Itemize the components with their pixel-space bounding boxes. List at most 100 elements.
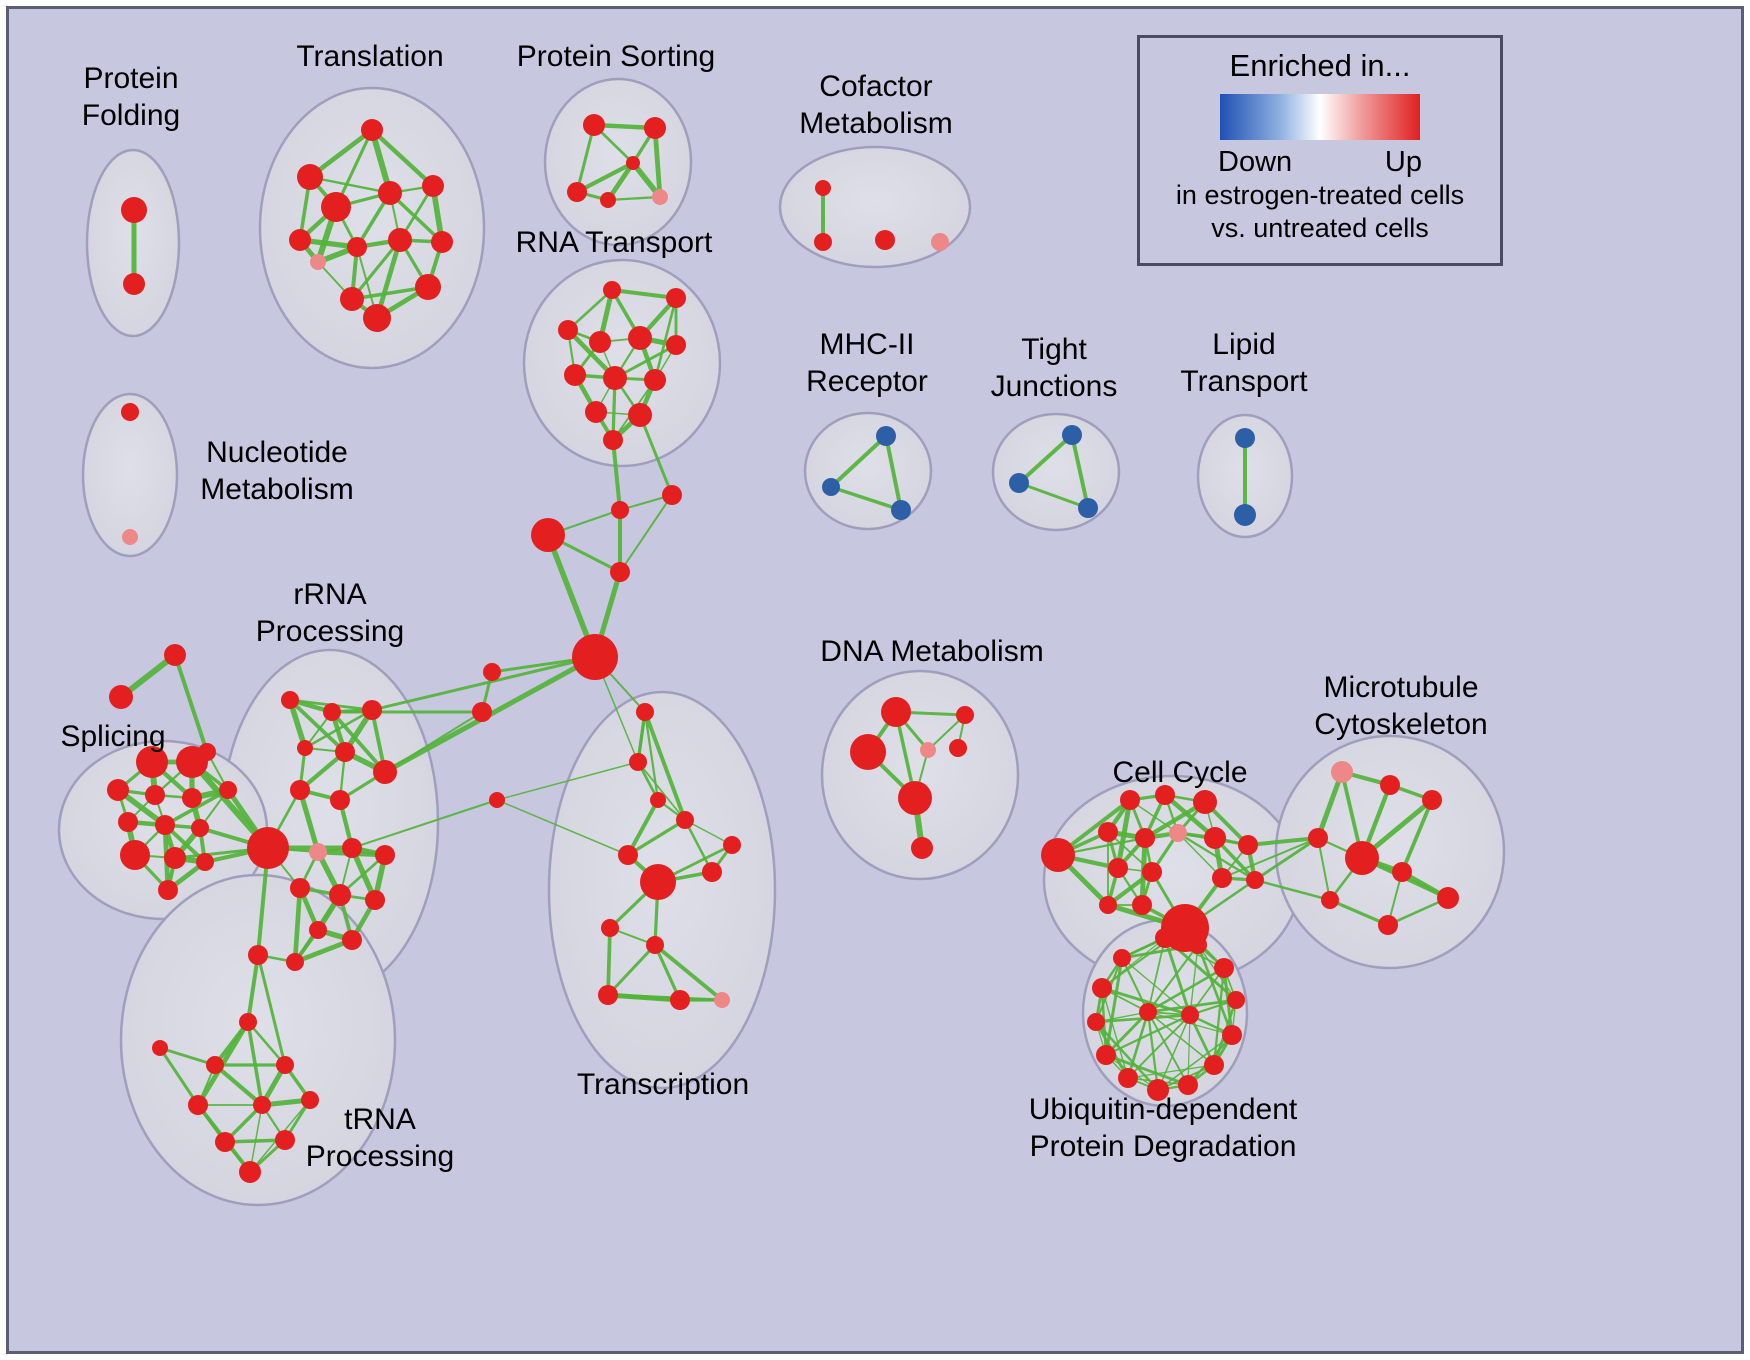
gene-set-node-ub8 (1147, 1079, 1169, 1101)
gene-set-node-rr14 (329, 884, 351, 906)
gene-set-node-cc2 (1120, 790, 1140, 810)
network-edge (1400, 798, 1434, 874)
gene-set-node-mt6 (1392, 862, 1412, 882)
gene-set-node-cc8 (1204, 827, 1226, 849)
gene-set-node-mt5 (1345, 841, 1379, 875)
network-edge (606, 926, 612, 997)
gene-set-node-tr3 (239, 1013, 257, 1031)
network-edge (1070, 433, 1090, 510)
gene-set-node-tr7 (253, 1096, 271, 1114)
gene-set-node-cc5 (1098, 822, 1118, 842)
gene-set-node-tx11 (598, 985, 618, 1005)
network-edge (1189, 944, 1199, 1016)
cluster-ellipse-rna-transport (522, 258, 722, 468)
gene-set-node-tl8 (388, 228, 412, 252)
gene-set-node-cc15 (1099, 896, 1117, 914)
gene-set-node-tr6 (188, 1095, 208, 1115)
gene-set-node-tl11 (340, 287, 364, 311)
gene-set-node-mt1 (1331, 761, 1353, 783)
gene-set-node-rr10 (309, 843, 327, 861)
gene-set-node-tx7 (702, 862, 722, 882)
gene-set-node-sp11 (164, 847, 186, 869)
gene-set-node-tr10 (275, 1130, 295, 1150)
network-edge (575, 123, 596, 194)
cluster-label-rna-transport: RNA Transport (516, 226, 713, 259)
gene-set-node-tr5 (276, 1056, 294, 1074)
gene-set-node-ub11 (1087, 1013, 1105, 1031)
gene-set-node-tr9 (215, 1132, 235, 1152)
legend-gradient-bar (1220, 94, 1420, 140)
network-edge (1147, 1011, 1215, 1066)
gene-set-node-mh2 (822, 478, 840, 496)
gene-set-node-rt7 (564, 364, 586, 386)
gene-set-node-ps4 (600, 192, 616, 208)
gene-set-node-cc3 (1155, 785, 1175, 805)
cluster-ellipse-tight-junctions (991, 412, 1121, 532)
network-edge (163, 788, 230, 827)
network-edge (1196, 943, 1234, 1037)
gene-set-node-cc16 (1132, 895, 1152, 915)
gene-set-node-rr8 (330, 790, 350, 810)
network-edge (1328, 898, 1390, 927)
network-edge (574, 160, 636, 195)
gene-set-node-ub1 (1155, 928, 1175, 948)
gene-set-node-tl9 (431, 231, 453, 253)
gene-set-node-ub14 (1139, 1003, 1157, 1021)
gene-set-node-sp7 (118, 812, 138, 832)
network-edge (256, 953, 287, 1067)
network-edge (292, 885, 303, 965)
network-edge (653, 943, 724, 1002)
gene-set-node-sp5 (182, 788, 202, 808)
gene-set-node-ps1 (583, 114, 605, 136)
network-edge (173, 653, 209, 754)
gene-set-node-dm3 (850, 734, 886, 770)
gene-set-node-tr11 (239, 1161, 261, 1183)
network-edge (606, 943, 657, 997)
network-edge (246, 953, 260, 1024)
gene-set-node-cf1 (815, 180, 831, 196)
gene-set-node-rr6 (373, 760, 397, 784)
network-edge (1126, 1010, 1150, 1080)
gene-set-node-tr2 (152, 1040, 168, 1056)
gene-set-node-cc13 (1212, 868, 1232, 888)
gene-set-node-cc14 (1246, 871, 1264, 889)
network-edge (1317, 837, 1331, 901)
gene-set-node-mh1 (876, 426, 896, 446)
cluster-ellipse-nucleotide-metabolism (81, 392, 179, 558)
gene-set-node-tl13 (363, 304, 391, 332)
gene-set-node-ps2 (644, 117, 666, 139)
network-edge (1104, 956, 1124, 1057)
gene-set-node-tx1 (636, 703, 654, 721)
network-edge (1094, 1020, 1160, 1092)
gene-set-node-f5 (572, 634, 618, 680)
cluster-ellipse-mhc-ii-receptor (803, 411, 933, 531)
gene-set-node-rr18 (286, 953, 304, 971)
network-edge (1017, 481, 1090, 510)
network-edge (1187, 1014, 1191, 1086)
cluster-label-dna-metabolism: DNA Metabolism (820, 635, 1043, 668)
gene-set-node-sp13 (158, 880, 178, 900)
gene-set-node-tl2 (297, 164, 323, 190)
gene-set-node-mh3 (891, 500, 911, 520)
gene-set-node-rr7 (290, 780, 310, 800)
network-edge (308, 175, 392, 195)
gene-set-node-rr11 (342, 838, 362, 858)
gene-set-node-ps6 (626, 156, 640, 170)
gene-set-node-cc9 (1238, 835, 1258, 855)
gene-set-node-rt3 (558, 320, 578, 340)
network-edge (829, 485, 903, 512)
gene-set-node-ub3 (1214, 958, 1234, 978)
network-edge (246, 1020, 287, 1067)
gene-set-node-tx2 (629, 753, 647, 771)
gene-set-node-sp8 (155, 815, 175, 835)
legend-title: Enriched in... (1229, 48, 1411, 83)
gene-set-node-rr3 (362, 700, 382, 720)
gene-set-node-cc6 (1135, 828, 1155, 848)
network-edge (1147, 1011, 1189, 1086)
network-edge (638, 413, 674, 497)
